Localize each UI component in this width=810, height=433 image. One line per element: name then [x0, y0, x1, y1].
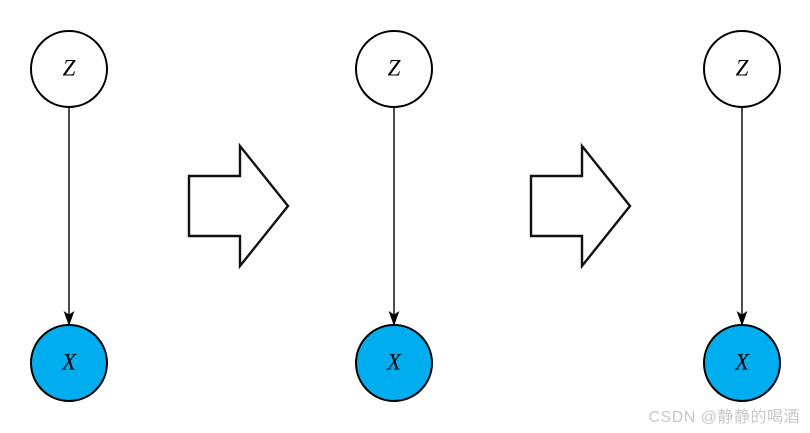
- node-x-1[interactable]: [30, 324, 108, 402]
- graph-group-3: Z X: [703, 30, 781, 402]
- graph-group-2: Z X: [355, 30, 433, 402]
- node-z-2[interactable]: [355, 30, 433, 108]
- block-arrow-right-1: [187, 142, 290, 270]
- edge-z-to-x-1: [63, 107, 75, 326]
- node-x-2-label: X: [386, 349, 402, 374]
- node-z-3-label: Z: [736, 55, 749, 80]
- node-x-3-label: X: [734, 349, 750, 374]
- node-z-3[interactable]: [703, 30, 781, 108]
- node-x-3[interactable]: [703, 324, 781, 402]
- arrowhead-icon: [63, 311, 75, 326]
- node-z-1[interactable]: [30, 30, 108, 108]
- edge-z-to-x-2: [388, 107, 400, 326]
- csdn-watermark: CSDN @静静的喝酒: [648, 409, 800, 426]
- edge-z-to-x-3: [736, 107, 748, 326]
- node-x-1-label: X: [61, 349, 77, 374]
- node-z-1-label: Z: [63, 55, 76, 80]
- arrowhead-icon: [736, 311, 748, 326]
- arrowhead-icon: [388, 311, 400, 326]
- node-z-2-label: Z: [388, 55, 401, 80]
- block-arrow-right-2: [529, 142, 632, 270]
- node-x-2[interactable]: [355, 324, 433, 402]
- graph-group-1: Z X: [30, 30, 108, 402]
